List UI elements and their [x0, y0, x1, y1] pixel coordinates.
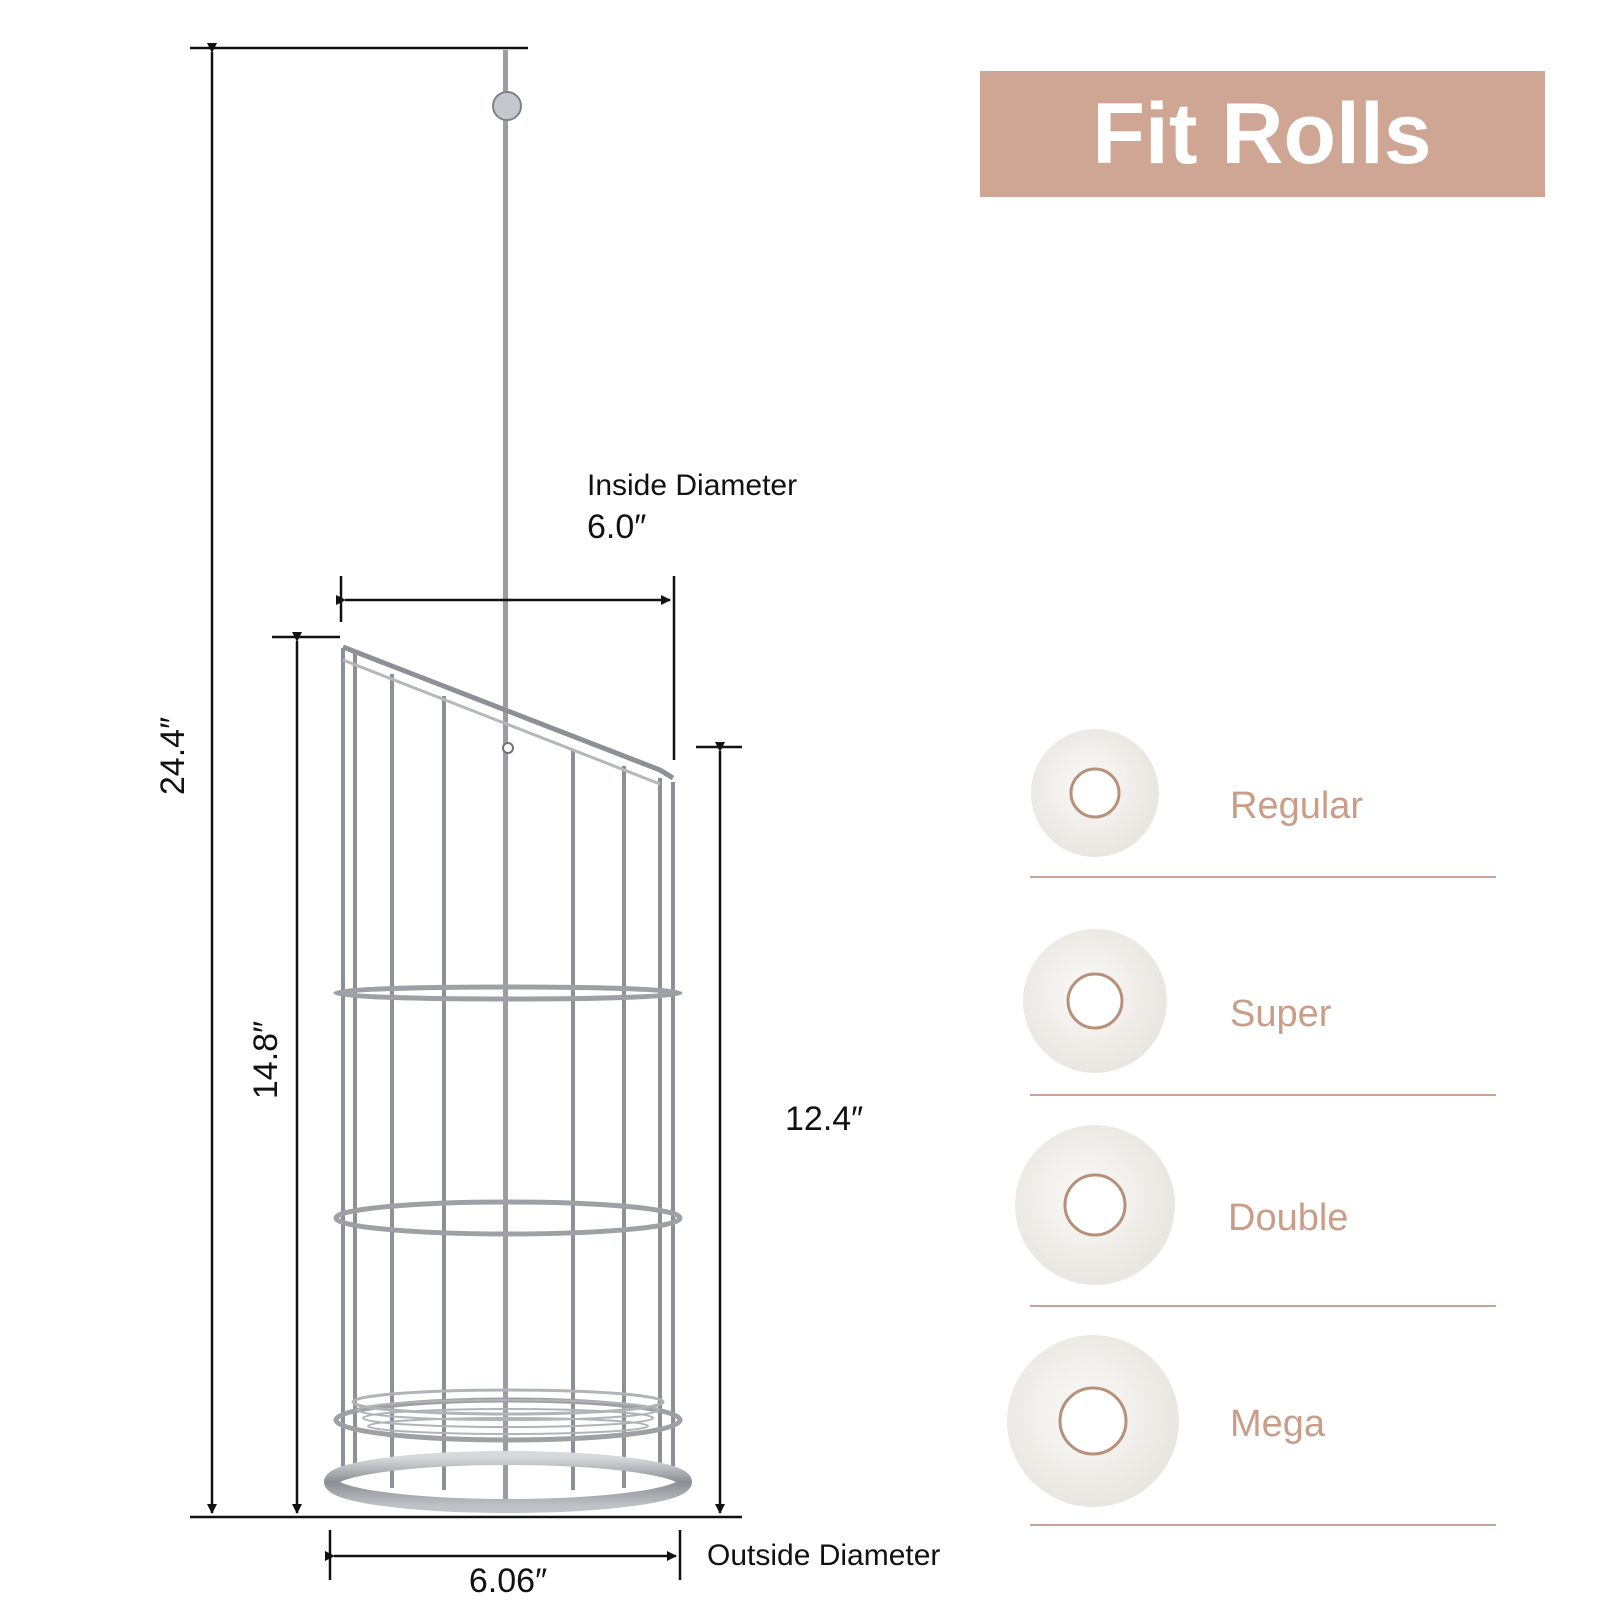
banner-background — [980, 71, 1545, 197]
outside-diameter-label: Outside Diameter — [707, 1539, 940, 1572]
basket-top-rim-inner — [342, 658, 661, 786]
roll-item-double: Double — [1015, 1125, 1496, 1307]
roll-size-list: Regular Super Double Mega — [1007, 729, 1496, 1526]
dimension-lines — [190, 43, 742, 1580]
basket-height-label: 14.8″ — [247, 1021, 285, 1099]
roll-label-mega: Mega — [1230, 1403, 1326, 1445]
basket-vertical-wires — [341, 648, 675, 1490]
roll-label-double: Double — [1228, 1197, 1348, 1239]
roll-item-mega: Mega — [1007, 1335, 1496, 1526]
roll-core-icon — [1066, 972, 1124, 1030]
roll-item-regular: Regular — [1030, 729, 1496, 878]
toilet-paper-holder-illustration — [324, 50, 692, 1513]
overall-height-label: 24.4″ — [154, 717, 192, 795]
basket-base-ring — [324, 1451, 692, 1513]
roll-label-super: Super — [1230, 993, 1332, 1035]
roll-core-icon — [1058, 1386, 1128, 1456]
outside-diameter-value: 6.06″ — [469, 1562, 547, 1600]
inside-diameter-label: Inside Diameter — [587, 469, 797, 502]
rod-clip-icon — [502, 742, 514, 754]
center-rod — [503, 50, 508, 1512]
roll-core-icon — [1069, 767, 1121, 819]
front-height-label: 12.4″ — [785, 1100, 863, 1138]
roll-core-icon — [1063, 1173, 1127, 1237]
basket-top-rim — [342, 644, 675, 781]
fit-rolls-banner: Fit Rolls — [980, 71, 1545, 197]
banner-title: Fit Rolls — [1092, 86, 1431, 182]
top-knob-icon — [492, 91, 522, 121]
basket-rings — [333, 984, 683, 1443]
inside-diameter-value: 6.0″ — [587, 508, 646, 546]
roll-label-regular: Regular — [1230, 785, 1363, 827]
roll-item-super: Super — [1023, 929, 1496, 1096]
